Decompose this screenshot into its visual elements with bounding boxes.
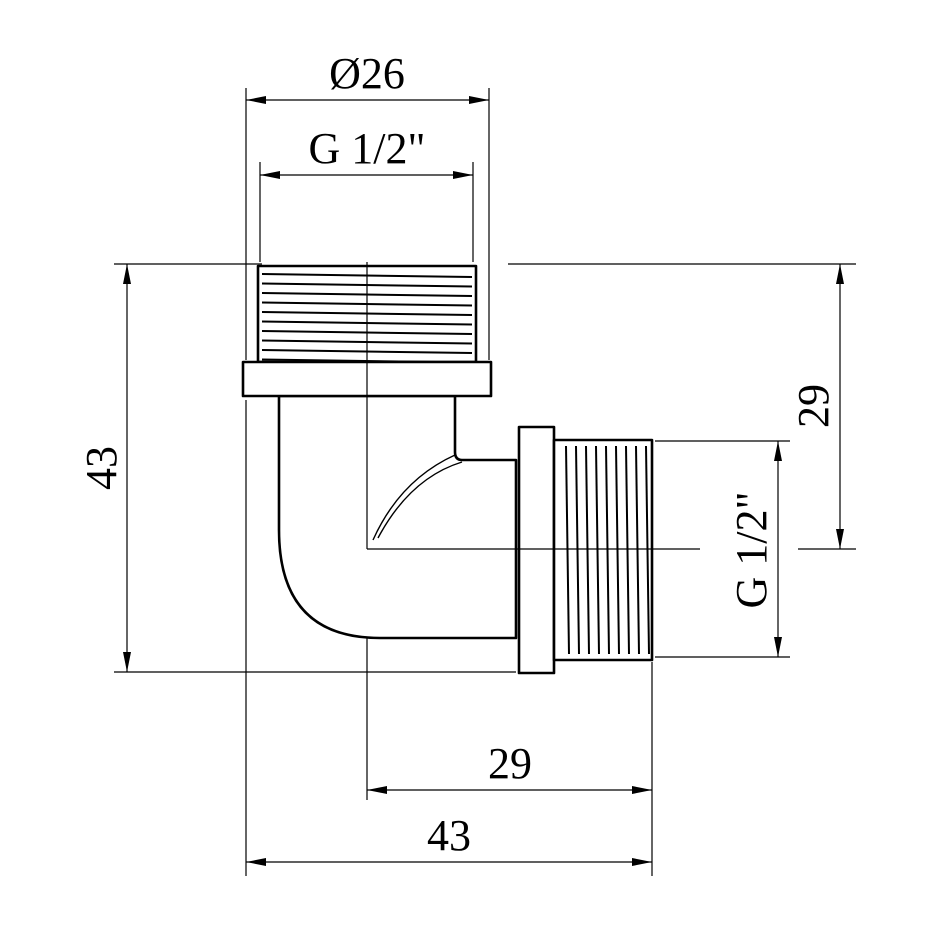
right-thread <box>552 438 654 662</box>
dim-right-height: 29 <box>789 384 838 428</box>
thread-line <box>635 445 640 655</box>
thread-line <box>595 445 600 655</box>
elbow-body <box>241 264 654 675</box>
dim-left-height: 43 <box>77 446 126 490</box>
dim-top-thread: G 1/2" <box>309 124 426 173</box>
thread-line <box>585 445 590 655</box>
centerlines <box>366 262 700 550</box>
right-flange <box>517 425 556 675</box>
dimension-lines <box>123 96 844 866</box>
thread-line <box>625 445 630 655</box>
thread-line <box>615 445 620 655</box>
thread-line <box>565 445 570 655</box>
dim-top-diameter: Ø26 <box>329 49 405 98</box>
thread-line <box>575 445 580 655</box>
thread-line <box>645 445 650 655</box>
thread-line <box>605 445 610 655</box>
dim-bottom-width: 43 <box>427 811 471 860</box>
dim-bottom-offset: 29 <box>488 739 532 788</box>
dim-right-thread: G 1/2" <box>727 492 776 609</box>
